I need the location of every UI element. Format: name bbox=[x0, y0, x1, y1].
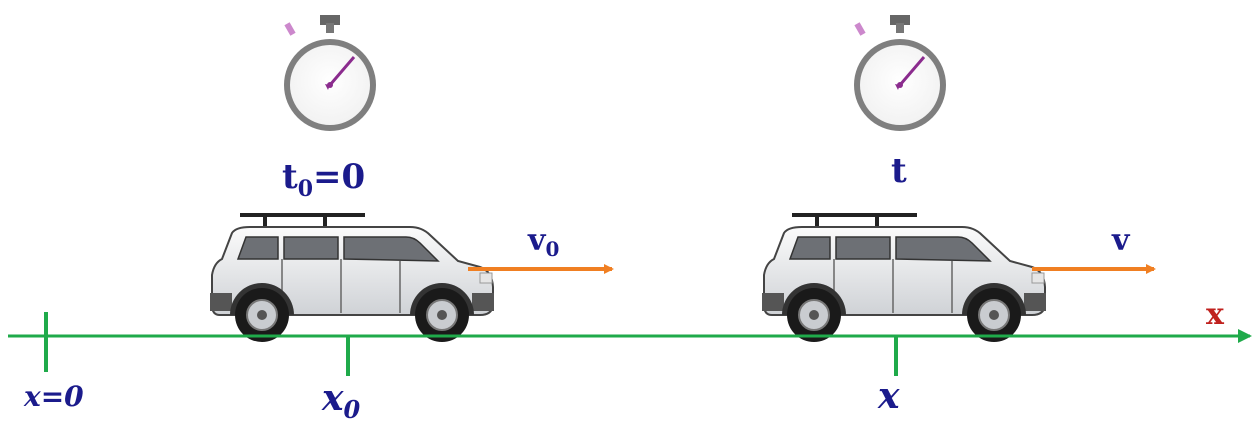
axis-name-label: x bbox=[1206, 297, 1225, 332]
stopwatch-icon-end bbox=[852, 13, 948, 133]
time-label-start: t0=0 bbox=[282, 157, 365, 202]
velocity-label-start: v0 bbox=[527, 223, 559, 261]
tick-label-x0: x0 bbox=[321, 377, 360, 422]
velocity-label-end: v bbox=[1111, 223, 1131, 258]
time-label-end: t bbox=[891, 151, 907, 191]
car-icon-end bbox=[760, 213, 1048, 344]
car-icon-start bbox=[208, 213, 496, 344]
stopwatch-icon-start bbox=[282, 13, 378, 133]
tick-label-origin: x=0 bbox=[23, 380, 84, 413]
tick-label-x: x bbox=[877, 375, 900, 417]
